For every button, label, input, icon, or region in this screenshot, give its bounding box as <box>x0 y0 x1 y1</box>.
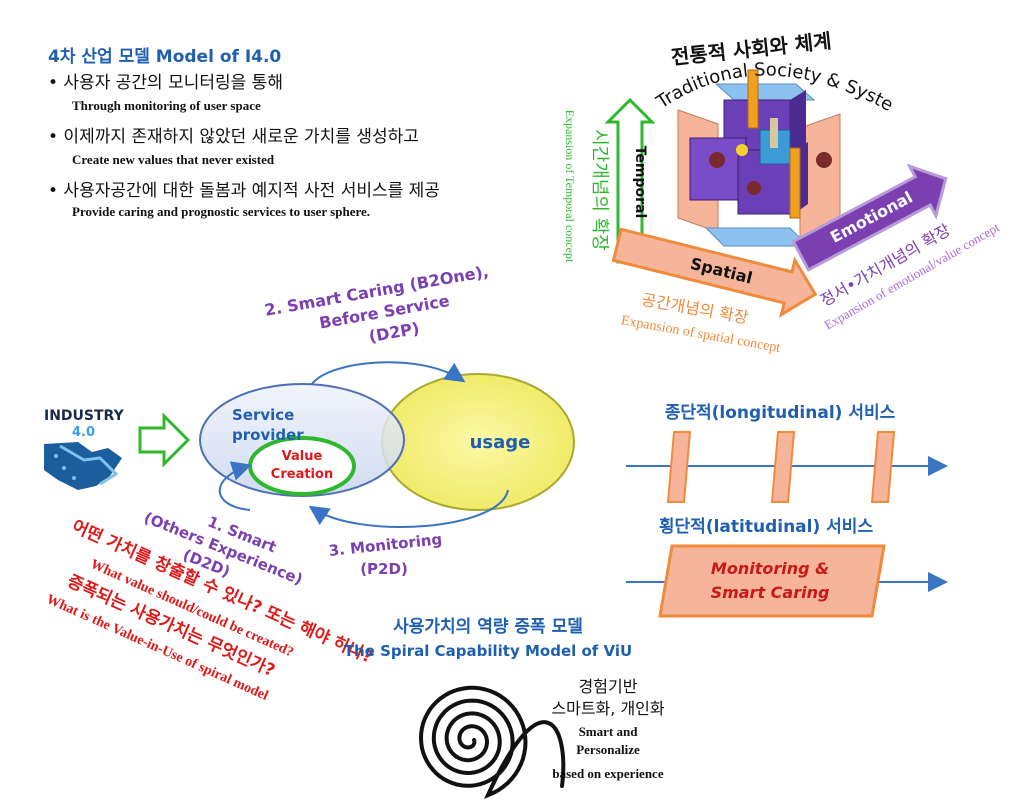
provider-label-line1: Service <box>232 406 294 424</box>
value-creation-ellipse <box>248 436 356 496</box>
industry-arrow <box>138 412 191 468</box>
longitudinal-bar-3 <box>870 431 896 503</box>
spiral-desc-ko-1: 경험기반 <box>579 677 638 696</box>
monitoring-line2: Smart Caring <box>711 583 830 602</box>
usage-label: usage <box>470 432 531 453</box>
cycle-arrow-left <box>218 461 252 511</box>
spiral-desc-en-3: based on experience <box>552 766 663 781</box>
step3-line2: (P2D) <box>360 560 408 578</box>
value-label-line2: Creation <box>271 467 333 482</box>
temporal-label: Temporal <box>632 146 648 219</box>
step3-line1: 3. Monitoring <box>328 530 443 560</box>
spiral-title-en: The Spiral Capability Model of ViU <box>344 642 632 660</box>
spatial-arrow <box>611 227 818 318</box>
spiral-desc-ko-2: 스마트화, 개인화 <box>551 699 664 718</box>
emotional-arrow <box>791 163 948 272</box>
cycle-arrow-top <box>311 361 466 385</box>
model-title: 4차 산업 모델 Model of I4.0 <box>48 47 282 67</box>
monitoring-line1: Monitoring & <box>711 559 829 578</box>
monitoring-box <box>658 544 886 618</box>
temporal-ko: 시간개념의 확장 <box>589 129 610 251</box>
bullet-3-ko: • 사용자공간에 대한 돌봄과 예지적 사전 서비스를 제공 <box>48 181 440 201</box>
longitudinal-label: 종단적(longitudinal) 서비스 <box>665 403 896 423</box>
spiral-title-ko: 사용가치의 역량 증폭 모델 <box>393 616 583 637</box>
cycle-arrow-bottom <box>308 489 509 528</box>
spatial-en: Expansion of spatial concept <box>620 313 782 356</box>
temporal-en: Expansion of Temporal concept <box>563 110 577 263</box>
handshake-icon <box>44 442 122 490</box>
bullet-1-ko: • 사용자 공간의 모니터링을 통해 <box>48 73 283 93</box>
longitudinal-bar-2 <box>770 431 796 503</box>
bullet-2-en: Create new values that never existed <box>72 152 275 167</box>
industry-label: INDUSTRY <box>44 408 125 424</box>
spiral-desc-en-2: Personalize <box>576 742 640 757</box>
spiral-shape <box>418 685 566 800</box>
value-label-line1: Value <box>282 449 323 464</box>
bullet-3-en: Provide caring and prognostic services t… <box>72 204 371 219</box>
bullet-2-ko: • 이제까지 존재하지 않았던 새로운 가치를 생성하고 <box>48 127 419 147</box>
spiral-desc-en-1: Smart and <box>579 724 639 739</box>
cube-illustration <box>677 69 841 247</box>
longitudinal-bar-1 <box>666 431 692 503</box>
bullet-1-en: Through monitoring of user space <box>72 98 261 113</box>
latitudinal-label: 횡단적(latitudinal) 서비스 <box>659 517 874 537</box>
industry-version: 4.0 <box>72 425 95 440</box>
provider-label-line2: provider <box>232 426 304 444</box>
